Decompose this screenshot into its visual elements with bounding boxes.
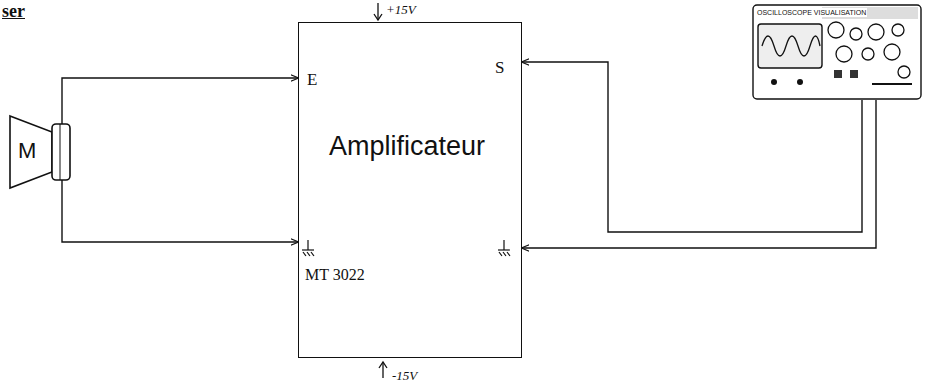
supply-arrow [374,3,387,378]
supply-voltage: -15V [392,369,417,382]
signal-wire [522,100,876,248]
pin-name: E [307,71,317,88]
microphone-outline [8,110,74,194]
supply-voltage: +15V [386,3,416,16]
oscilloscope-drawing [752,4,922,100]
microphone: M [8,110,74,194]
model-number: MT 3022 [305,267,365,283]
ground-symbol [302,240,510,256]
device-name: OSCILLOSCOPE VISUALISATION [756,8,867,17]
signal-wire [62,78,298,124]
amplifier-box: E S Amplificateur MT 3022 [298,22,522,358]
oscilloscope: OSCILLOSCOPE VISUALISATION [752,4,922,100]
section-title: ser [2,2,25,20]
pin-name: S [495,59,504,76]
microphone-letter: M [18,140,36,162]
device-name: Amplificateur [329,133,485,160]
signal-wire [62,180,298,242]
